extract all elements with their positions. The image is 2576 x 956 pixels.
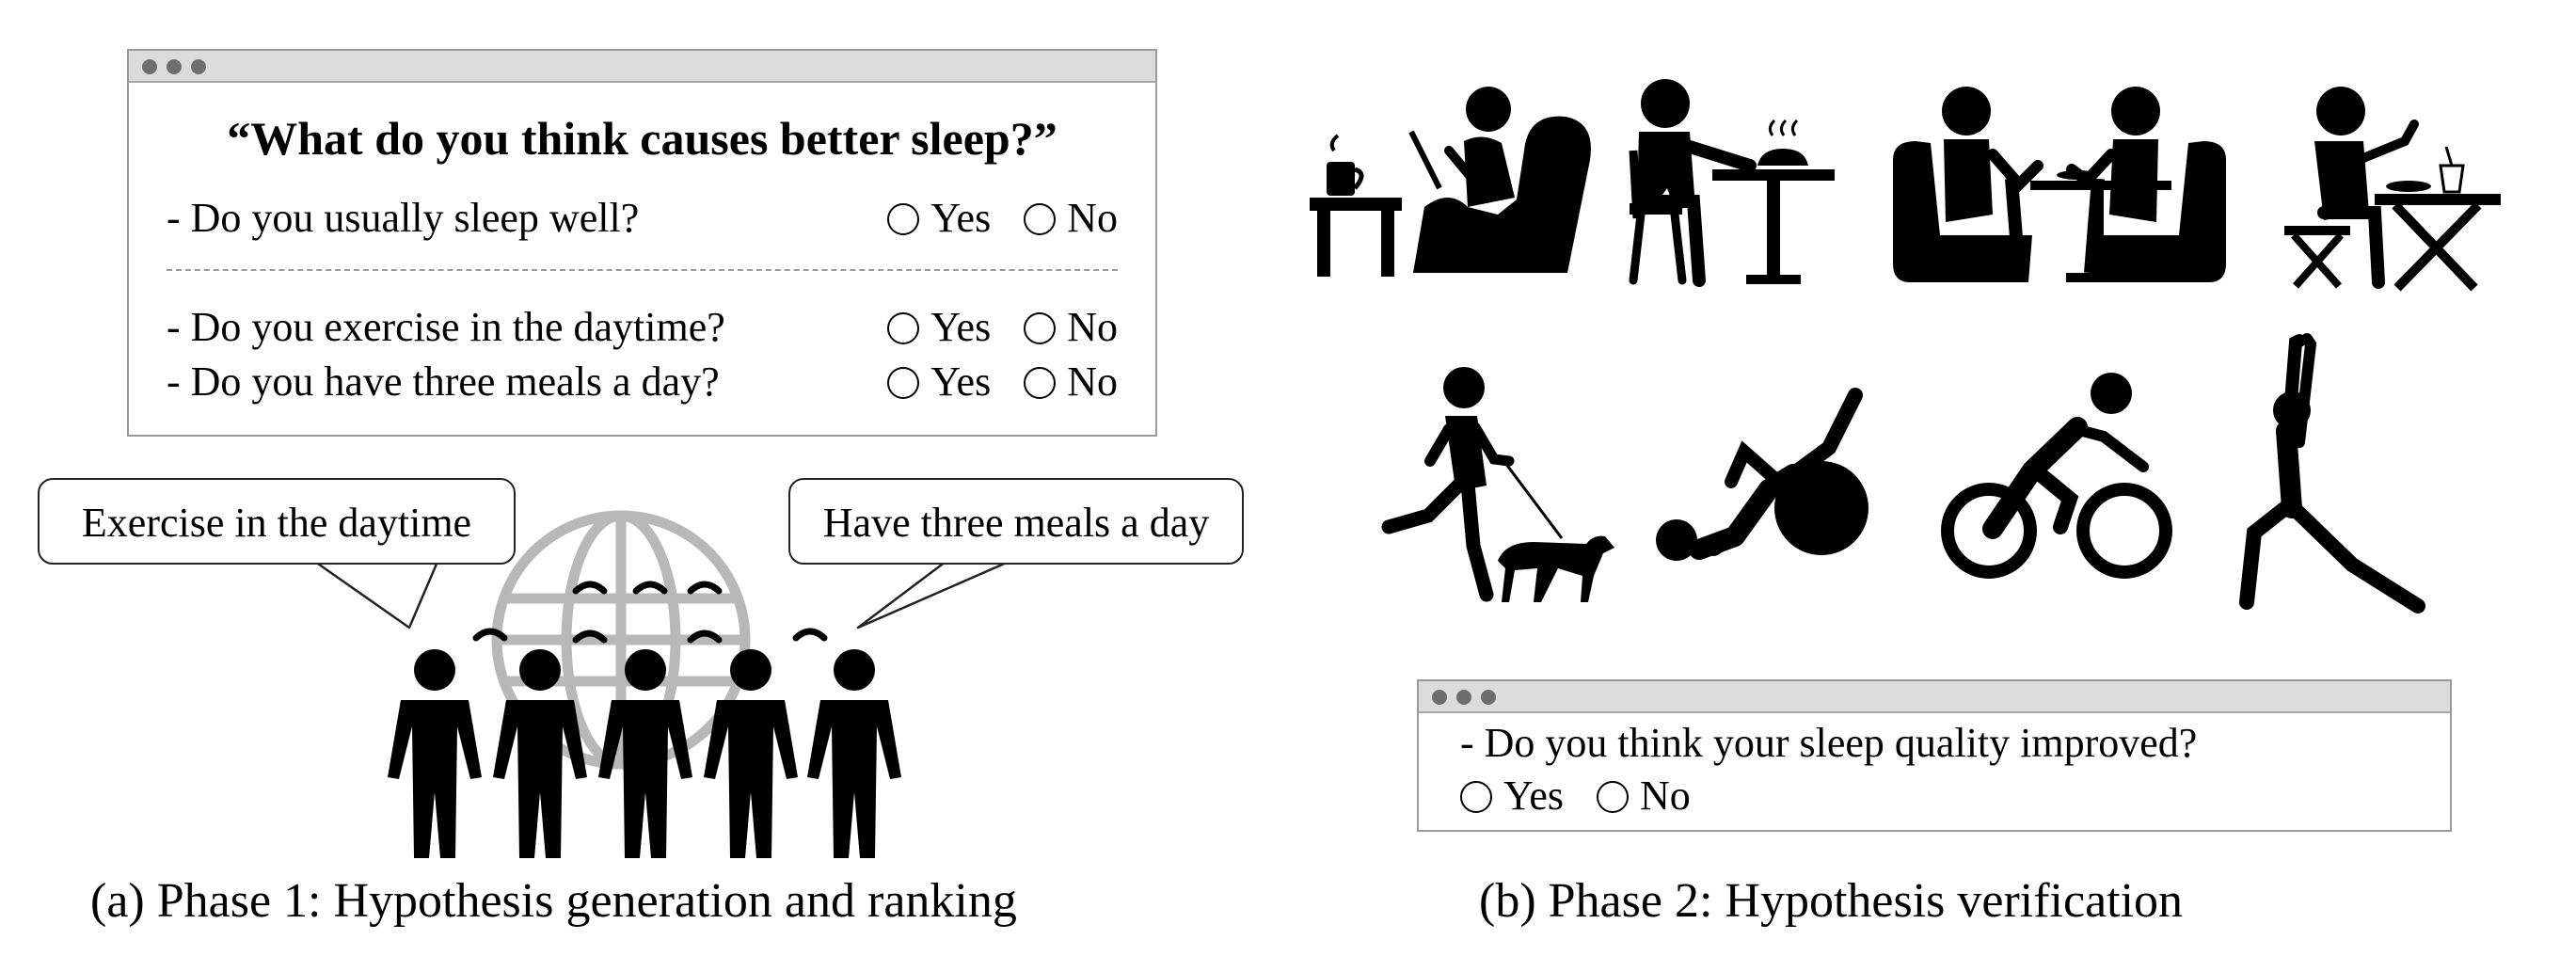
dining-together-icon: [1893, 87, 2226, 282]
no-option[interactable]: No: [1024, 192, 1118, 245]
question-options: Yes No: [887, 301, 1118, 354]
thinking-arcs-icon: [472, 581, 828, 644]
radio-button[interactable]: [887, 312, 920, 344]
window-dot-icon: [1481, 690, 1496, 705]
window-dot-icon: [191, 59, 206, 74]
question-text: - Do you exercise in the daytime?: [167, 304, 725, 350]
dashed-divider: [167, 269, 1118, 271]
cycling-icon: [1941, 373, 2172, 579]
radio-button[interactable]: [887, 203, 920, 235]
yes-label: Yes: [930, 195, 992, 241]
radio-button[interactable]: [1024, 367, 1057, 399]
radio-button[interactable]: [1597, 781, 1630, 813]
survey-window-phase1: “What do you think causes better sleep?”…: [127, 49, 1157, 437]
reading-armchair-icon: [1310, 87, 1591, 277]
question-text: - Do you have three meals a day?: [167, 358, 720, 405]
no-option[interactable]: No: [1597, 770, 1691, 822]
question-options: Yes No: [1460, 770, 1691, 822]
survey-question: - Do you usually sleep well? Yes No: [167, 192, 1118, 245]
question-options: Yes No: [887, 356, 1118, 408]
eating-stool-icon: [2284, 87, 2501, 292]
yes-option[interactable]: Yes: [887, 301, 991, 354]
radio-button[interactable]: [1024, 203, 1057, 235]
yes-option[interactable]: Yes: [887, 192, 991, 245]
yes-option[interactable]: Yes: [887, 356, 991, 408]
no-label: No: [1067, 304, 1118, 350]
person-icon: [388, 649, 482, 858]
survey-window-phase2: - Do you think your sleep quality improv…: [1417, 679, 2452, 832]
survey-question: - Do you think your sleep quality improv…: [1460, 720, 2198, 766]
question-options: Yes No: [887, 192, 1118, 245]
window-title-bar: [129, 51, 1155, 83]
window-dot-icon: [1456, 690, 1471, 705]
yes-label: Yes: [930, 304, 992, 350]
no-option[interactable]: No: [1024, 356, 1118, 408]
question-text: - Do you usually sleep well?: [167, 195, 640, 241]
person-icon: [493, 649, 587, 858]
yoga-icon: [2239, 333, 2425, 613]
exercise-ball-icon: [1656, 388, 1868, 561]
window-dot-icon: [142, 59, 157, 74]
no-label: No: [1640, 773, 1691, 819]
no-label: No: [1067, 195, 1118, 241]
survey-title: “What do you think causes better sleep?”: [227, 112, 1057, 165]
survey-question: - Do you have three meals a day? Yes No: [167, 356, 1118, 408]
radio-button[interactable]: [887, 367, 920, 399]
person-icon: [704, 649, 798, 858]
speech-bubble-left: Exercise in the daytime: [38, 478, 516, 565]
yes-label: Yes: [1503, 773, 1565, 819]
crowd: [388, 649, 901, 858]
caption-phase1: (a) Phase 1: Hypothesis generation and r…: [90, 874, 1017, 928]
survey-question: - Do you exercise in the daytime? Yes No: [167, 301, 1118, 354]
no-label: No: [1067, 358, 1118, 405]
yes-option[interactable]: Yes: [1460, 770, 1564, 822]
window-dot-icon: [167, 59, 182, 74]
caption-phase2: (b) Phase 2: Hypothesis verification: [1479, 874, 2184, 928]
yes-label: Yes: [930, 358, 992, 405]
person-icon: [807, 649, 901, 858]
radio-button[interactable]: [1024, 312, 1057, 344]
dining-alone-icon: [1629, 79, 1835, 287]
no-option[interactable]: No: [1024, 301, 1118, 354]
dog-walking-icon: [1381, 367, 1614, 602]
window-dot-icon: [1432, 690, 1447, 705]
person-icon: [598, 649, 692, 858]
radio-button[interactable]: [1460, 781, 1492, 813]
window-title-bar: [1419, 681, 2450, 713]
speech-bubble-right: Have three meals a day: [788, 478, 1244, 565]
